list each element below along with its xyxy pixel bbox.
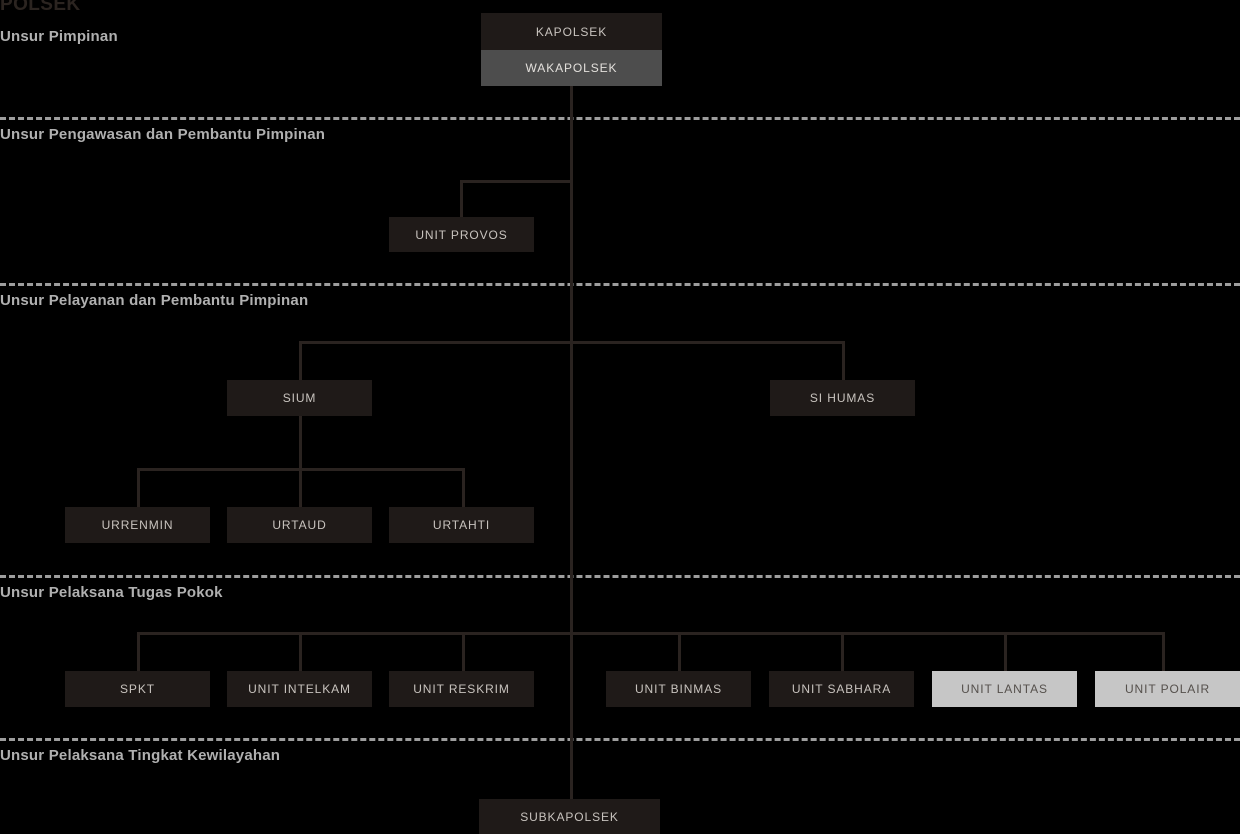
section-label-pelayanan: Unsur Pelayanan dan Pembantu Pimpinan [0,292,309,309]
connector-reskrim-drop [462,632,465,671]
connector-sabhara-drop [841,632,844,671]
node-subkapolsek[interactable]: SUBKAPOLSEK [479,799,660,834]
node-si-humas[interactable]: SI HUMAS [770,380,915,416]
node-kapolsek[interactable]: KAPOLSEK [481,13,662,50]
connector-sium-stem [299,416,302,468]
connector-sium-drop [299,341,302,380]
connector-provos-horizontal [460,180,573,183]
page-title: POLSEK [0,0,81,15]
connector-urrenmin-drop [137,468,140,507]
divider-pengawasan-pelayanan [0,283,1240,286]
connector-binmas-drop [678,632,681,671]
connector-intelkam-drop [299,632,302,671]
node-unit-provos[interactable]: UNIT PROVOS [389,217,534,252]
trunk-connector [570,86,573,800]
section-label-pimpinan: Unsur Pimpinan [0,28,118,45]
node-urtaud[interactable]: URTAUD [227,507,372,543]
section-label-tugas-pokok: Unsur Pelaksana Tugas Pokok [0,584,223,601]
divider-tugaspokok-kewilayahan [0,738,1240,741]
node-unit-binmas[interactable]: UNIT BINMAS [606,671,751,707]
node-unit-reskrim[interactable]: UNIT RESKRIM [389,671,534,707]
divider-pelayanan-tugaspokok [0,575,1240,578]
connector-sihumas-drop [842,341,845,380]
node-spkt[interactable]: SPKT [65,671,210,707]
node-unit-sabhara[interactable]: UNIT SABHARA [769,671,914,707]
connector-polair-drop [1162,632,1165,671]
node-urrenmin[interactable]: URRENMIN [65,507,210,543]
connector-urtaud-drop [299,468,302,507]
connector-provos-drop [460,180,463,217]
connector-spkt-drop [137,632,140,671]
node-unit-intelkam[interactable]: UNIT INTELKAM [227,671,372,707]
divider-pimpinan-pengawasan [0,117,1240,120]
node-urtahti[interactable]: URTAHTI [389,507,534,543]
connector-tugaspokok-horizontal [137,632,1163,635]
connector-lantas-drop [1004,632,1007,671]
node-unit-lantas[interactable]: UNIT LANTAS [932,671,1077,707]
connector-pelayanan-horizontal [299,341,844,344]
connector-urtahti-drop [462,468,465,507]
section-label-pengawasan: Unsur Pengawasan dan Pembantu Pimpinan [0,126,326,143]
section-label-kewilayahan: Unsur Pelaksana Tingkat Kewilayahan [0,747,281,764]
node-sium[interactable]: SIUM [227,380,372,416]
node-wakapolsek[interactable]: WAKAPOLSEK [481,50,662,86]
node-unit-polair[interactable]: UNIT POLAIR [1095,671,1240,707]
